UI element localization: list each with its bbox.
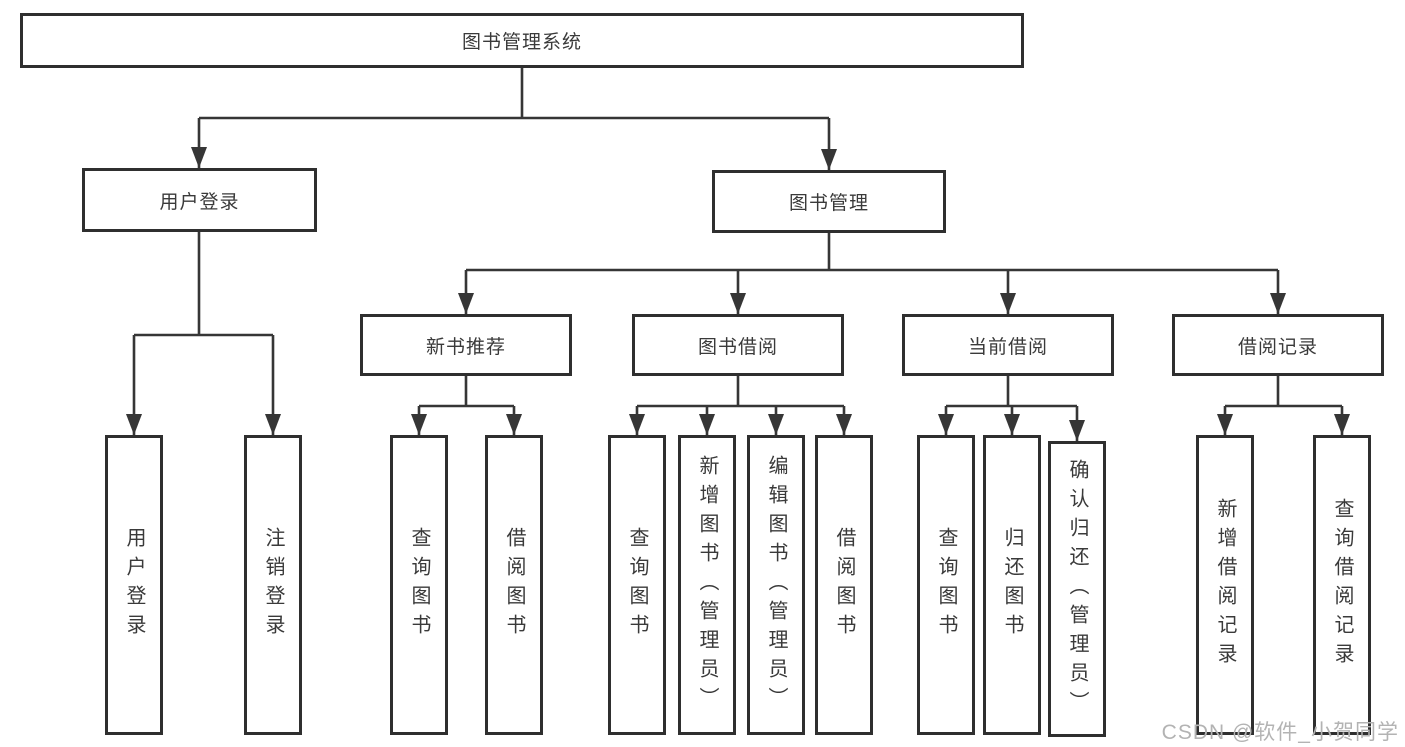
arrowhead-icon [1004,414,1020,435]
node-borrow-records: 借阅记录 [1172,314,1384,376]
node-book-borrow: 图书借阅 [632,314,844,376]
leaf-edit-books-admin: 编辑图书（管理员） [747,435,805,735]
leaf-add-books-admin: 新增图书（管理员） [678,435,736,735]
arrowhead-icon [629,414,645,435]
arrowhead-icon [1000,293,1016,314]
leaf-confirm-return-admin-label: 确认归还（管理员） [1066,458,1088,720]
leaf-recommend-borrow-books-label: 借阅图书 [503,527,525,643]
arrowhead-icon [730,293,746,314]
leaf-query-borrow-record: 查询借阅记录 [1313,435,1371,735]
leaf-user-login-label: 用户登录 [123,527,145,643]
leaf-borrow-query-books-label: 查询图书 [626,527,648,643]
arrowhead-icon [191,147,207,168]
leaf-return-books-label: 归还图书 [1001,527,1023,643]
leaf-logout-label: 注销登录 [262,527,284,643]
arrowhead-icon [938,414,954,435]
arrowhead-icon [836,414,852,435]
arrowhead-icon [265,414,281,435]
arrowhead-icon [1334,414,1350,435]
leaf-add-borrow-record-label: 新增借阅记录 [1214,498,1236,672]
leaf-current-query-books: 查询图书 [917,435,975,735]
leaf-borrow-books: 借阅图书 [815,435,873,735]
leaf-user-login: 用户登录 [105,435,163,735]
leaf-logout: 注销登录 [244,435,302,735]
leaf-current-query-books-label: 查询图书 [935,527,957,643]
node-book-management-label: 图书管理 [788,193,869,214]
arrowhead-icon [458,293,474,314]
node-new-book-recommend-label: 新书推荐 [425,336,506,358]
node-user-login-label: 用户登录 [159,191,240,213]
arrowhead-icon [768,414,784,435]
leaf-confirm-return-admin: 确认归还（管理员） [1048,441,1106,737]
arrowhead-icon [126,414,142,435]
leaf-borrow-query-books: 查询图书 [608,435,666,735]
leaf-add-books-admin-label: 新增图书（管理员） [696,454,718,716]
node-current-borrow: 当前借阅 [902,314,1114,376]
node-library-system: 图书管理系统 [20,13,1024,68]
node-book-management: 图书管理 [712,170,946,233]
node-borrow-records-label: 借阅记录 [1237,336,1318,358]
arrowhead-icon [1217,414,1233,435]
node-user-login: 用户登录 [82,168,317,232]
csdn-watermark: CSDN @软件_小贺同学 [1161,721,1399,744]
node-new-book-recommend: 新书推荐 [360,314,572,376]
arrowhead-icon [1270,293,1286,314]
arrowhead-icon [506,414,522,435]
leaf-recommend-borrow-books: 借阅图书 [485,435,543,735]
leaf-add-borrow-record: 新增借阅记录 [1196,435,1254,735]
node-library-system-label: 图书管理系统 [461,32,582,53]
arrowhead-icon [1069,420,1085,441]
leaf-borrow-books-label: 借阅图书 [833,527,855,643]
leaf-recommend-query-books-label: 查询图书 [408,527,430,643]
arrowhead-icon [699,414,715,435]
arrowhead-icon [821,149,837,170]
arrowhead-icon [411,414,427,435]
leaf-recommend-query-books: 查询图书 [390,435,448,735]
leaf-return-books: 归还图书 [983,435,1041,735]
node-book-borrow-label: 图书借阅 [697,336,778,358]
leaf-query-borrow-record-label: 查询借阅记录 [1331,498,1353,672]
node-current-borrow-label: 当前借阅 [967,336,1048,358]
leaf-edit-books-admin-label: 编辑图书（管理员） [765,454,787,716]
